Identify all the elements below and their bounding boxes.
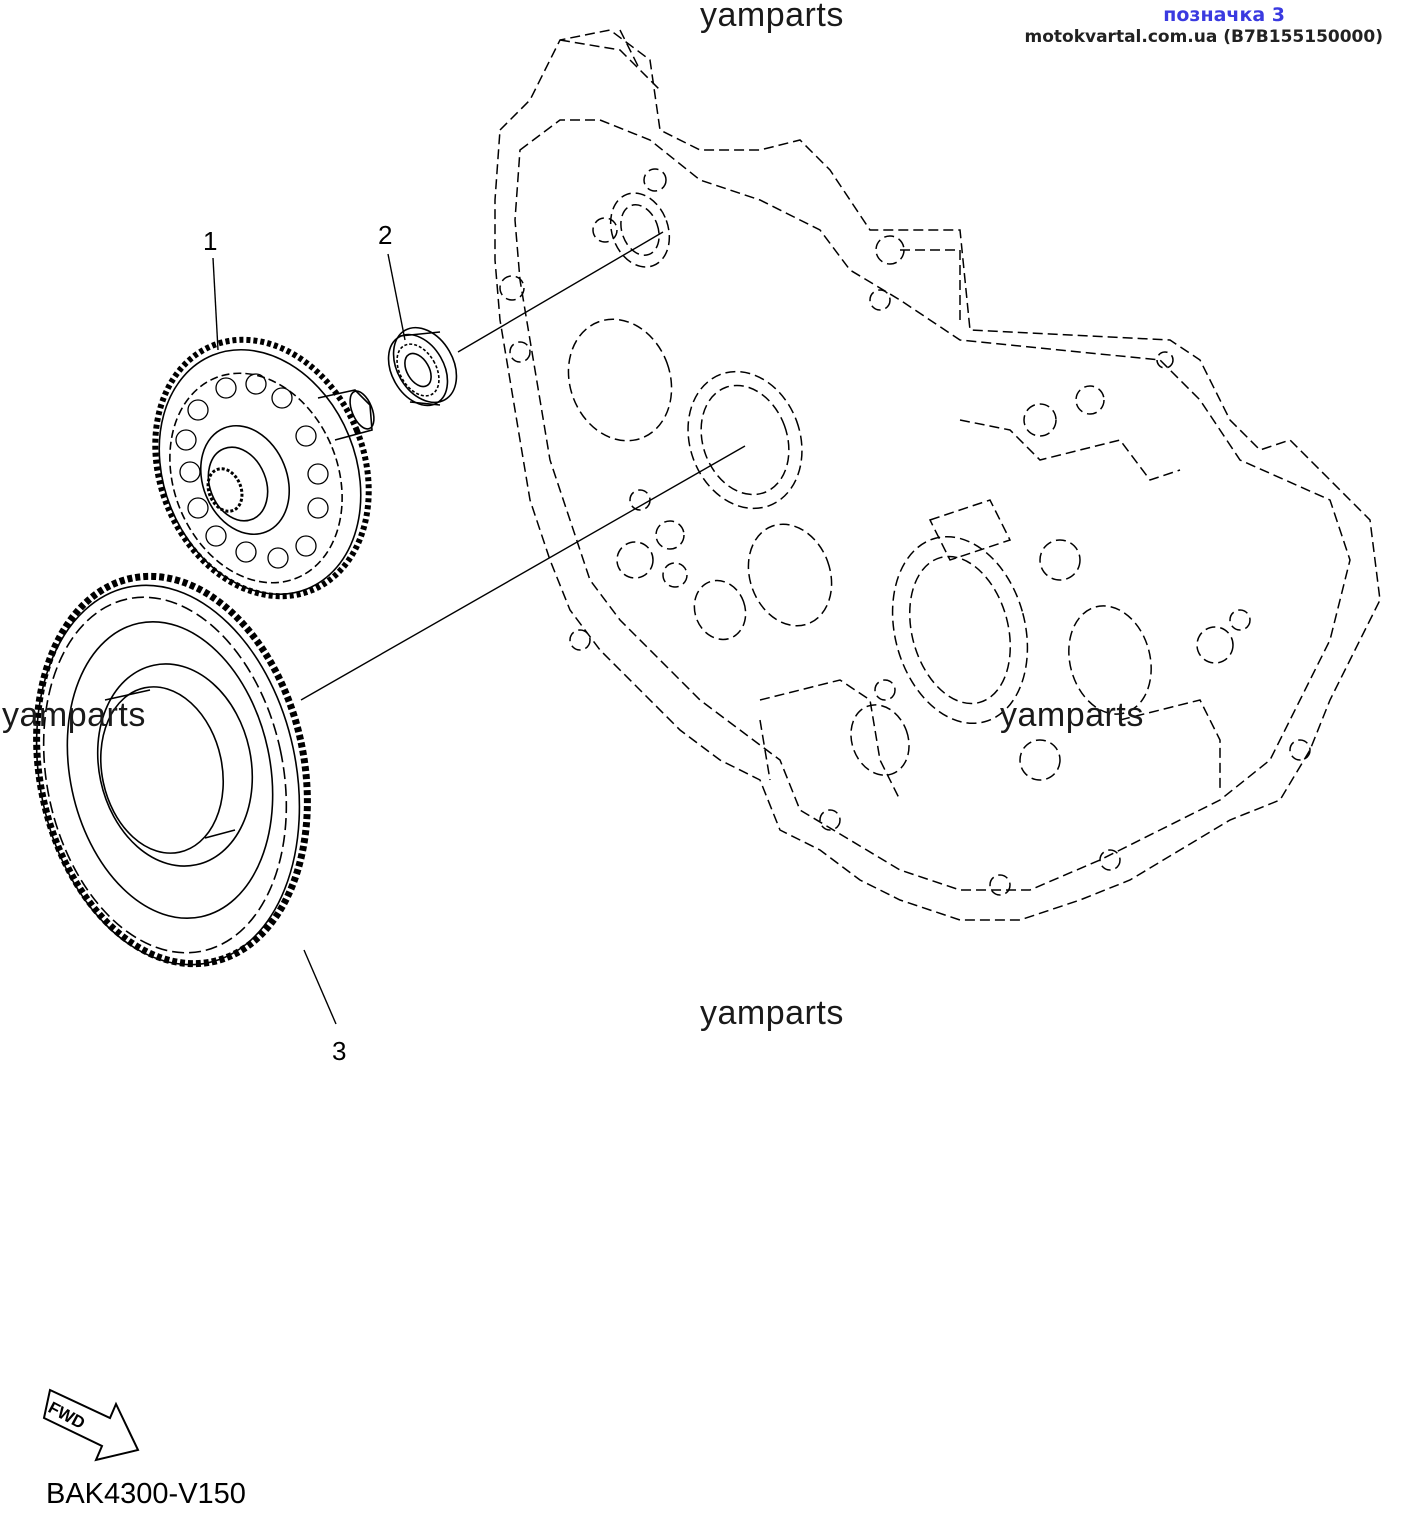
diagram-code: BAK4300-V150 (46, 1478, 246, 1510)
part-tag-site: motokvartal.com.ua (B7B155150000) (1024, 27, 1384, 47)
part-tag-label: позначка 3 (1163, 4, 1285, 26)
leader-lines (212, 231, 746, 1025)
watermark-right: yamparts (1000, 696, 1144, 734)
callout-part-1: 1 (203, 226, 218, 256)
part-3-ring-gear (33, 572, 311, 968)
part-2-bearing (387, 326, 458, 407)
watermark-top: yamparts (700, 0, 844, 34)
watermark-left: yamparts (2, 696, 146, 734)
crankcase-outline (494, 29, 1381, 921)
callout-part-3: 3 (332, 1036, 347, 1066)
part-1-idle-gear (152, 336, 375, 600)
watermark-bottom: yamparts (700, 994, 844, 1032)
fwd-arrow-icon (42, 1388, 140, 1462)
callout-part-2: 2 (378, 220, 393, 250)
